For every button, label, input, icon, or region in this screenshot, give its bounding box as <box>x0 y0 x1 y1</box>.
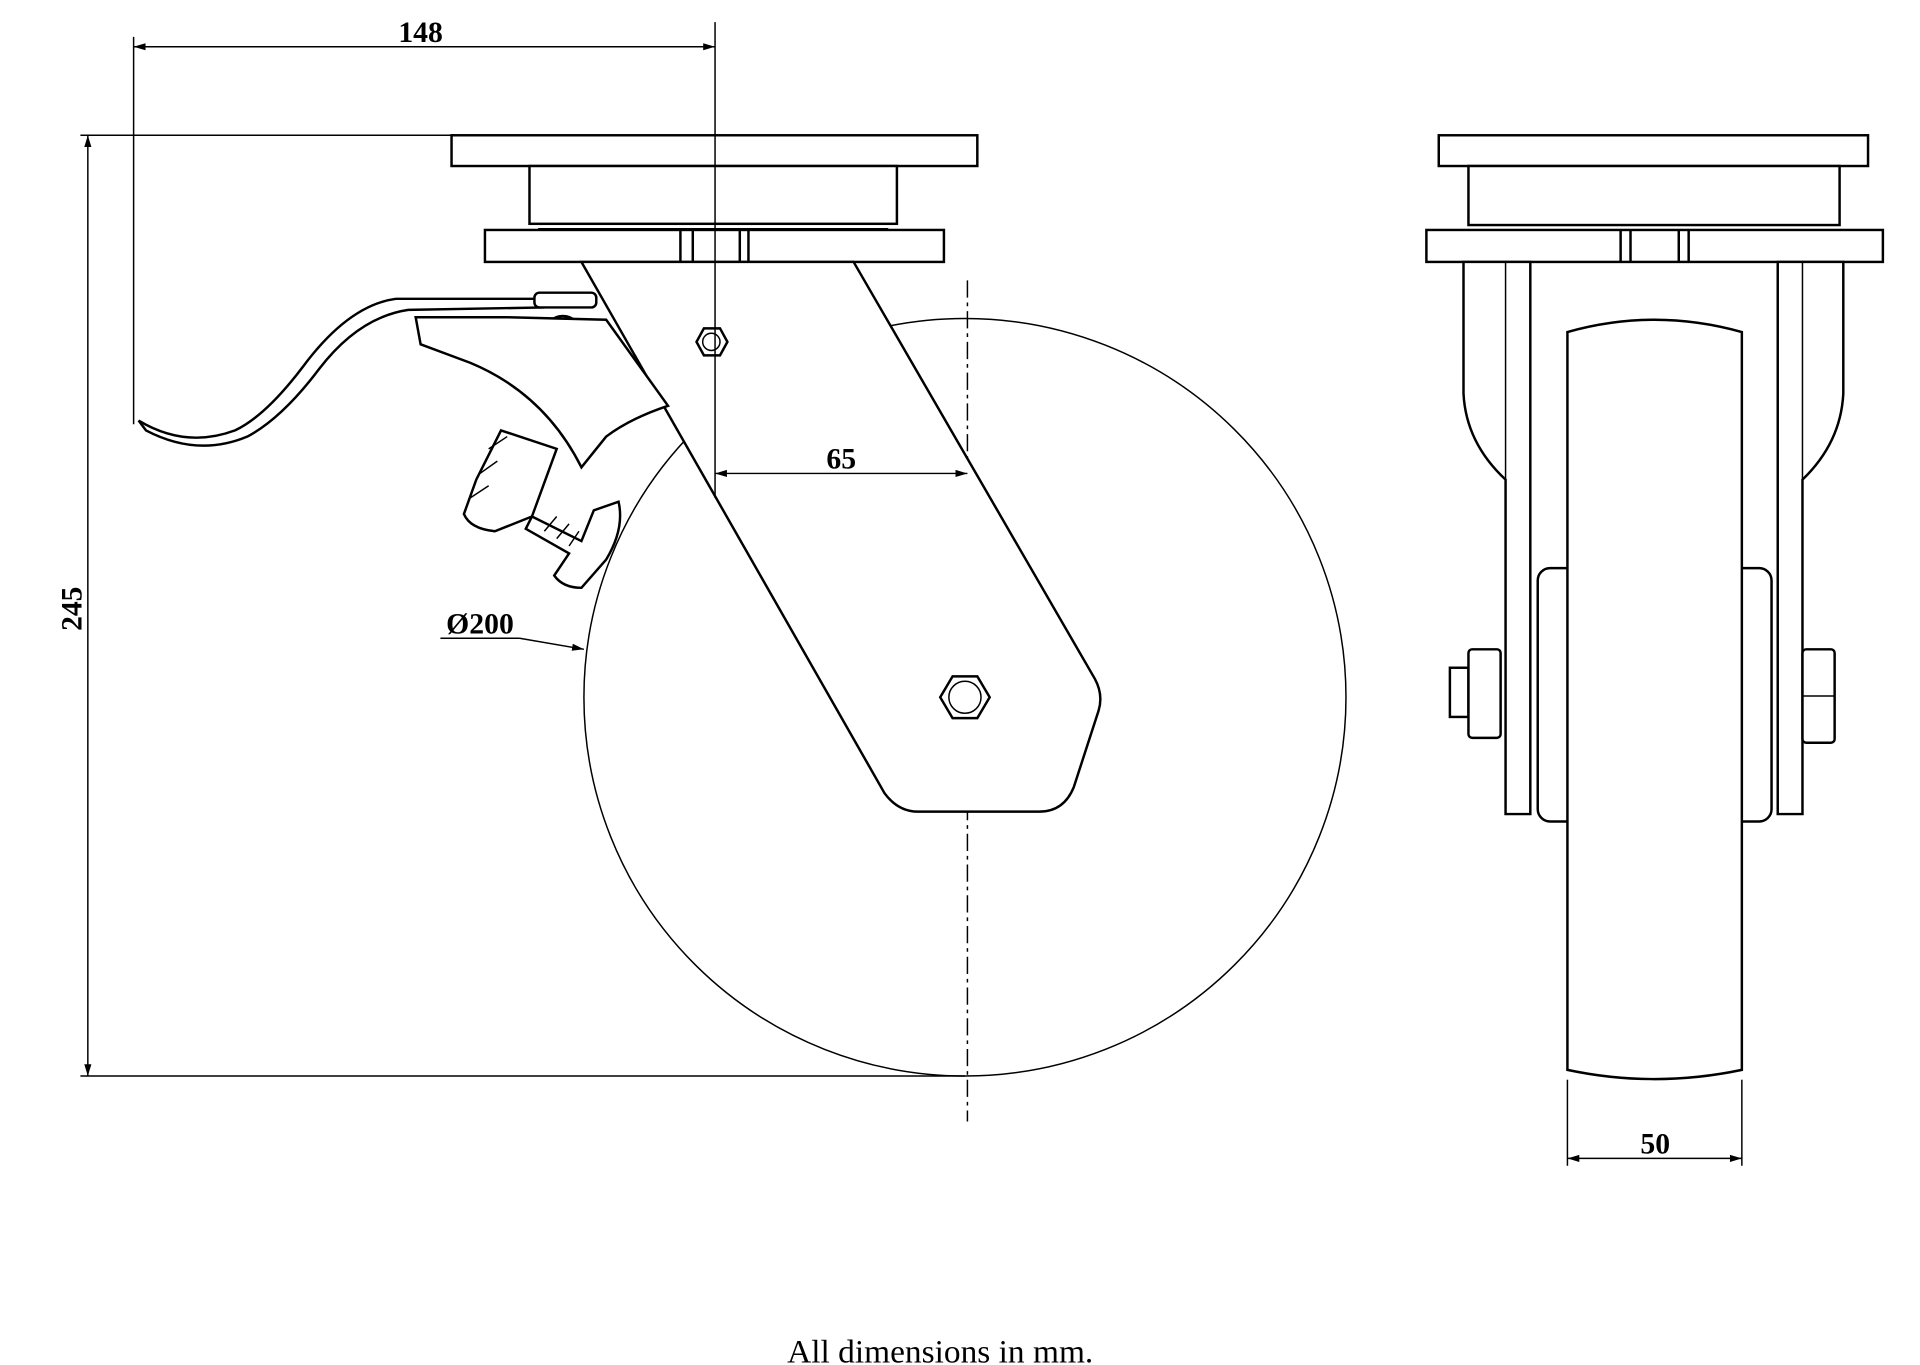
brake-pad-teeth <box>469 435 508 499</box>
swivel-bolt <box>701 332 721 352</box>
dimension-label-148: 148 <box>398 17 443 49</box>
dimension-wheel-width: 50 <box>1566 1079 1743 1166</box>
axle-nut-icon <box>938 675 992 720</box>
swivel-nut-icon <box>695 327 729 357</box>
axle-bolt-head-icon <box>1448 666 1470 719</box>
dimension-swivel-offset: 65 <box>715 444 968 477</box>
fork-leg-right <box>1776 260 1845 816</box>
brake-shoe <box>524 500 622 590</box>
units-caption: All dimensions in mm. <box>787 1334 1093 1365</box>
dimension-label-diameter: Ø200 <box>446 608 514 640</box>
wheel-front <box>1566 318 1744 1081</box>
dimension-label-50: 50 <box>1640 1129 1670 1161</box>
front-view <box>1425 134 1885 1081</box>
dimension-total-height: 245 <box>57 134 965 1077</box>
fork-leg <box>579 260 1102 813</box>
fork-leg-left <box>1462 260 1532 816</box>
dimension-label-65: 65 <box>826 444 856 476</box>
brake-lever-inner <box>137 306 545 447</box>
bearing-housing <box>528 164 899 226</box>
top-plate-front <box>1437 134 1870 168</box>
bearing-front <box>1467 164 1841 227</box>
brake-arm <box>414 316 671 470</box>
dimension-lever-offset: 148 <box>132 17 716 499</box>
side-view <box>137 134 1347 1122</box>
dimension-label-245: 245 <box>57 587 89 631</box>
brake-shoe-teeth <box>543 516 580 547</box>
kingpin-slot <box>679 229 750 262</box>
lever-pivot <box>533 291 598 309</box>
dimension-wheel-diameter: Ø200 <box>440 608 585 651</box>
lower-plate-front <box>1425 228 1885 264</box>
axle-bolt <box>948 680 982 714</box>
brake-lever <box>137 297 582 439</box>
brake-pad <box>462 428 559 533</box>
